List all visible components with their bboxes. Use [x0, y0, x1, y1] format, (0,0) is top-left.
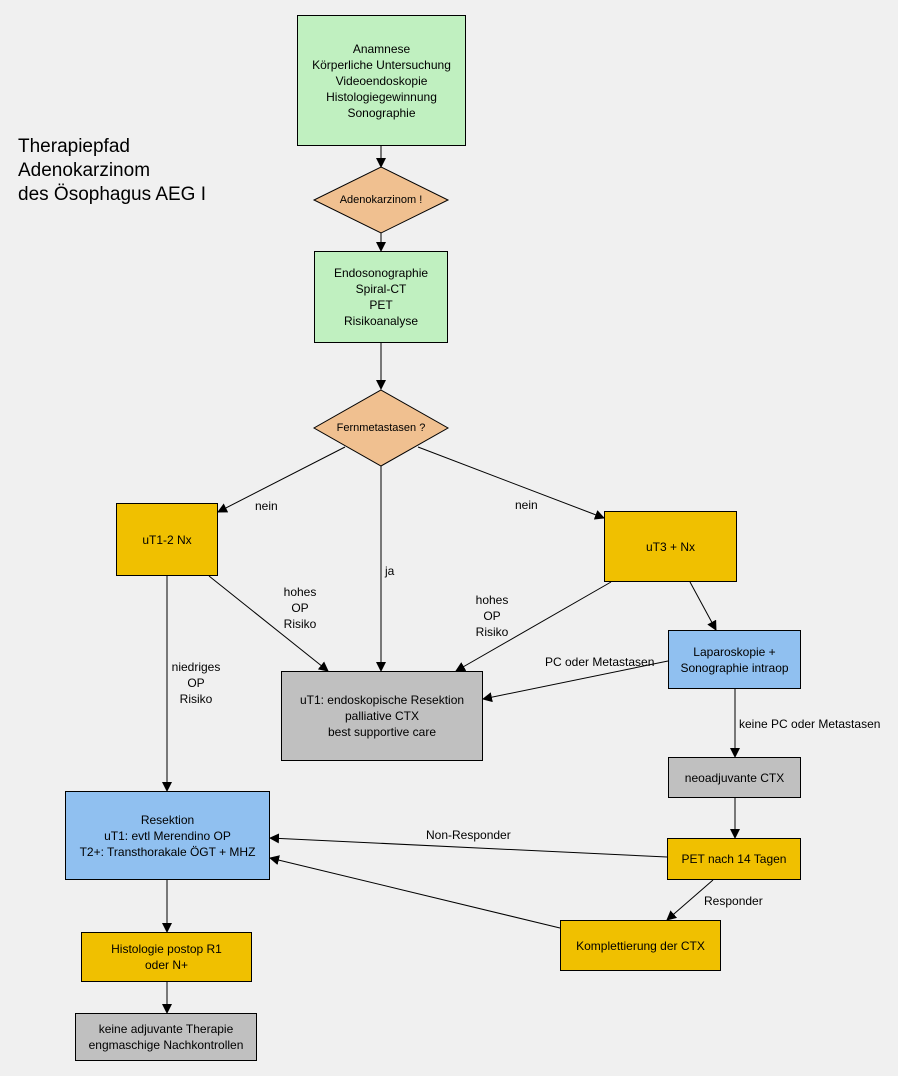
- box-line: Videoendoskopie: [335, 73, 428, 88]
- komplettierung-box: Komplettierung der CTX: [560, 920, 721, 971]
- edge-ut12-palliativ: [208, 575, 329, 672]
- diagram-title: Therapiepfad Adenokarzinom des Ösophagus…: [18, 135, 206, 207]
- histologie-box: Histologie postop R1 oder N+: [81, 932, 252, 982]
- edge-komplettierung-resektion: [269, 855, 561, 929]
- box-line: PET nach 14 Tagen: [681, 852, 787, 866]
- box-line: engmaschige Nachkontrollen: [88, 1038, 244, 1052]
- label-keine-pc: keine PC oder Metastasen: [739, 717, 881, 731]
- edge-ut3-palliativ: [455, 581, 612, 672]
- neoadjuvant-box: neoadjuvante CTX: [668, 757, 801, 798]
- label-line: Risiko: [179, 692, 213, 706]
- staging-box: Endosonographie Spiral-CT PET Risikoanal…: [314, 251, 448, 343]
- edge-fern-ut3: [417, 446, 605, 520]
- title-line: Therapiepfad: [18, 136, 130, 157]
- label-line: OP: [483, 609, 501, 623]
- label-nein-right: nein: [515, 498, 538, 512]
- edge-laparoskopie-palliativ: [482, 660, 669, 703]
- box-line: palliative CTX: [344, 709, 420, 723]
- box-line: Sonographie intraop: [680, 660, 789, 675]
- label-line: Risiko: [283, 617, 317, 631]
- resektion-box: Resektion uT1: evtl Merendino OP T2+: Tr…: [65, 791, 270, 880]
- box-line: Risikoanalyse: [343, 314, 419, 328]
- ut12-box: uT1-2 Nx: [116, 503, 218, 576]
- box-line: Körperliche Untersuchung: [312, 57, 451, 72]
- box-line: oder N+: [144, 958, 189, 972]
- label-non-responder: Non-Responder: [426, 828, 511, 842]
- box-line: Histologiegewinnung: [326, 89, 437, 104]
- title-line: Adenokarzinom: [18, 160, 151, 181]
- edge-ut3-laparoskopie: [689, 581, 717, 631]
- box-line: neoadjuvante CTX: [684, 770, 785, 785]
- fernmetastasen-label: Fernmetastasen ?: [336, 422, 426, 434]
- box-line: uT1: endoskopische Resektion: [299, 693, 465, 707]
- box-line: Sonographie: [347, 105, 416, 120]
- box-line: Laparoskopie +: [693, 644, 776, 659]
- label-line: Risiko: [475, 625, 509, 639]
- label-niedriges-risiko: niedriges OP Risiko: [168, 659, 224, 707]
- box-line: T2+: Transthorakale ÖGT + MHZ: [79, 844, 256, 859]
- label-ja: ja: [385, 564, 395, 578]
- label-line: niedriges: [171, 660, 221, 674]
- title-line: des Ösophagus AEG I: [18, 184, 207, 205]
- edge-pet-komplettierung: [666, 879, 714, 921]
- ut3-box: uT3 + Nx: [604, 511, 737, 582]
- palliativ-box: uT1: endoskopische Resektion palliative …: [281, 671, 483, 761]
- adenokarzinom-label: Adenokarzinom !: [339, 194, 423, 206]
- box-line: Spiral-CT: [355, 282, 407, 296]
- box-line: best supportive care: [327, 725, 437, 739]
- box-line: uT1: evtl Merendino OP: [104, 828, 231, 843]
- label-hohes-risiko-left: hohes OP Risiko: [280, 584, 320, 632]
- box-line: keine adjuvante Therapie: [98, 1022, 234, 1036]
- label-line: hohes: [475, 593, 509, 607]
- nachkontrollen-box: keine adjuvante Therapie engmaschige Nac…: [75, 1013, 257, 1061]
- edge-pet-resektion: [269, 833, 668, 858]
- box-line: PET: [369, 298, 393, 312]
- label-line: hohes: [283, 585, 317, 599]
- box-line: Resektion: [140, 812, 195, 827]
- box-line: Anamnese: [352, 41, 411, 56]
- box-line: Endosonographie: [333, 266, 429, 280]
- label-hohes-risiko-right: hohes OP Risiko: [472, 592, 512, 640]
- label-nein-left: nein: [255, 499, 278, 513]
- box-line: uT3 + Nx: [645, 539, 696, 554]
- box-line: uT1-2 Nx: [142, 532, 192, 547]
- label-responder: Responder: [704, 894, 763, 908]
- edge-fern-ut12: [217, 446, 346, 513]
- label-pc-metastasen: PC oder Metastasen: [545, 655, 655, 669]
- label-line: OP: [291, 601, 309, 615]
- box-line: Komplettierung der CTX: [576, 938, 705, 953]
- anamnese-box: Anamnese Körperliche Untersuchung Videoe…: [297, 15, 466, 146]
- pet14-box: PET nach 14 Tagen: [667, 838, 801, 880]
- label-line: OP: [187, 676, 205, 690]
- laparoskopie-box: Laparoskopie + Sonographie intraop: [668, 630, 801, 689]
- box-line: Histologie postop R1: [111, 942, 222, 956]
